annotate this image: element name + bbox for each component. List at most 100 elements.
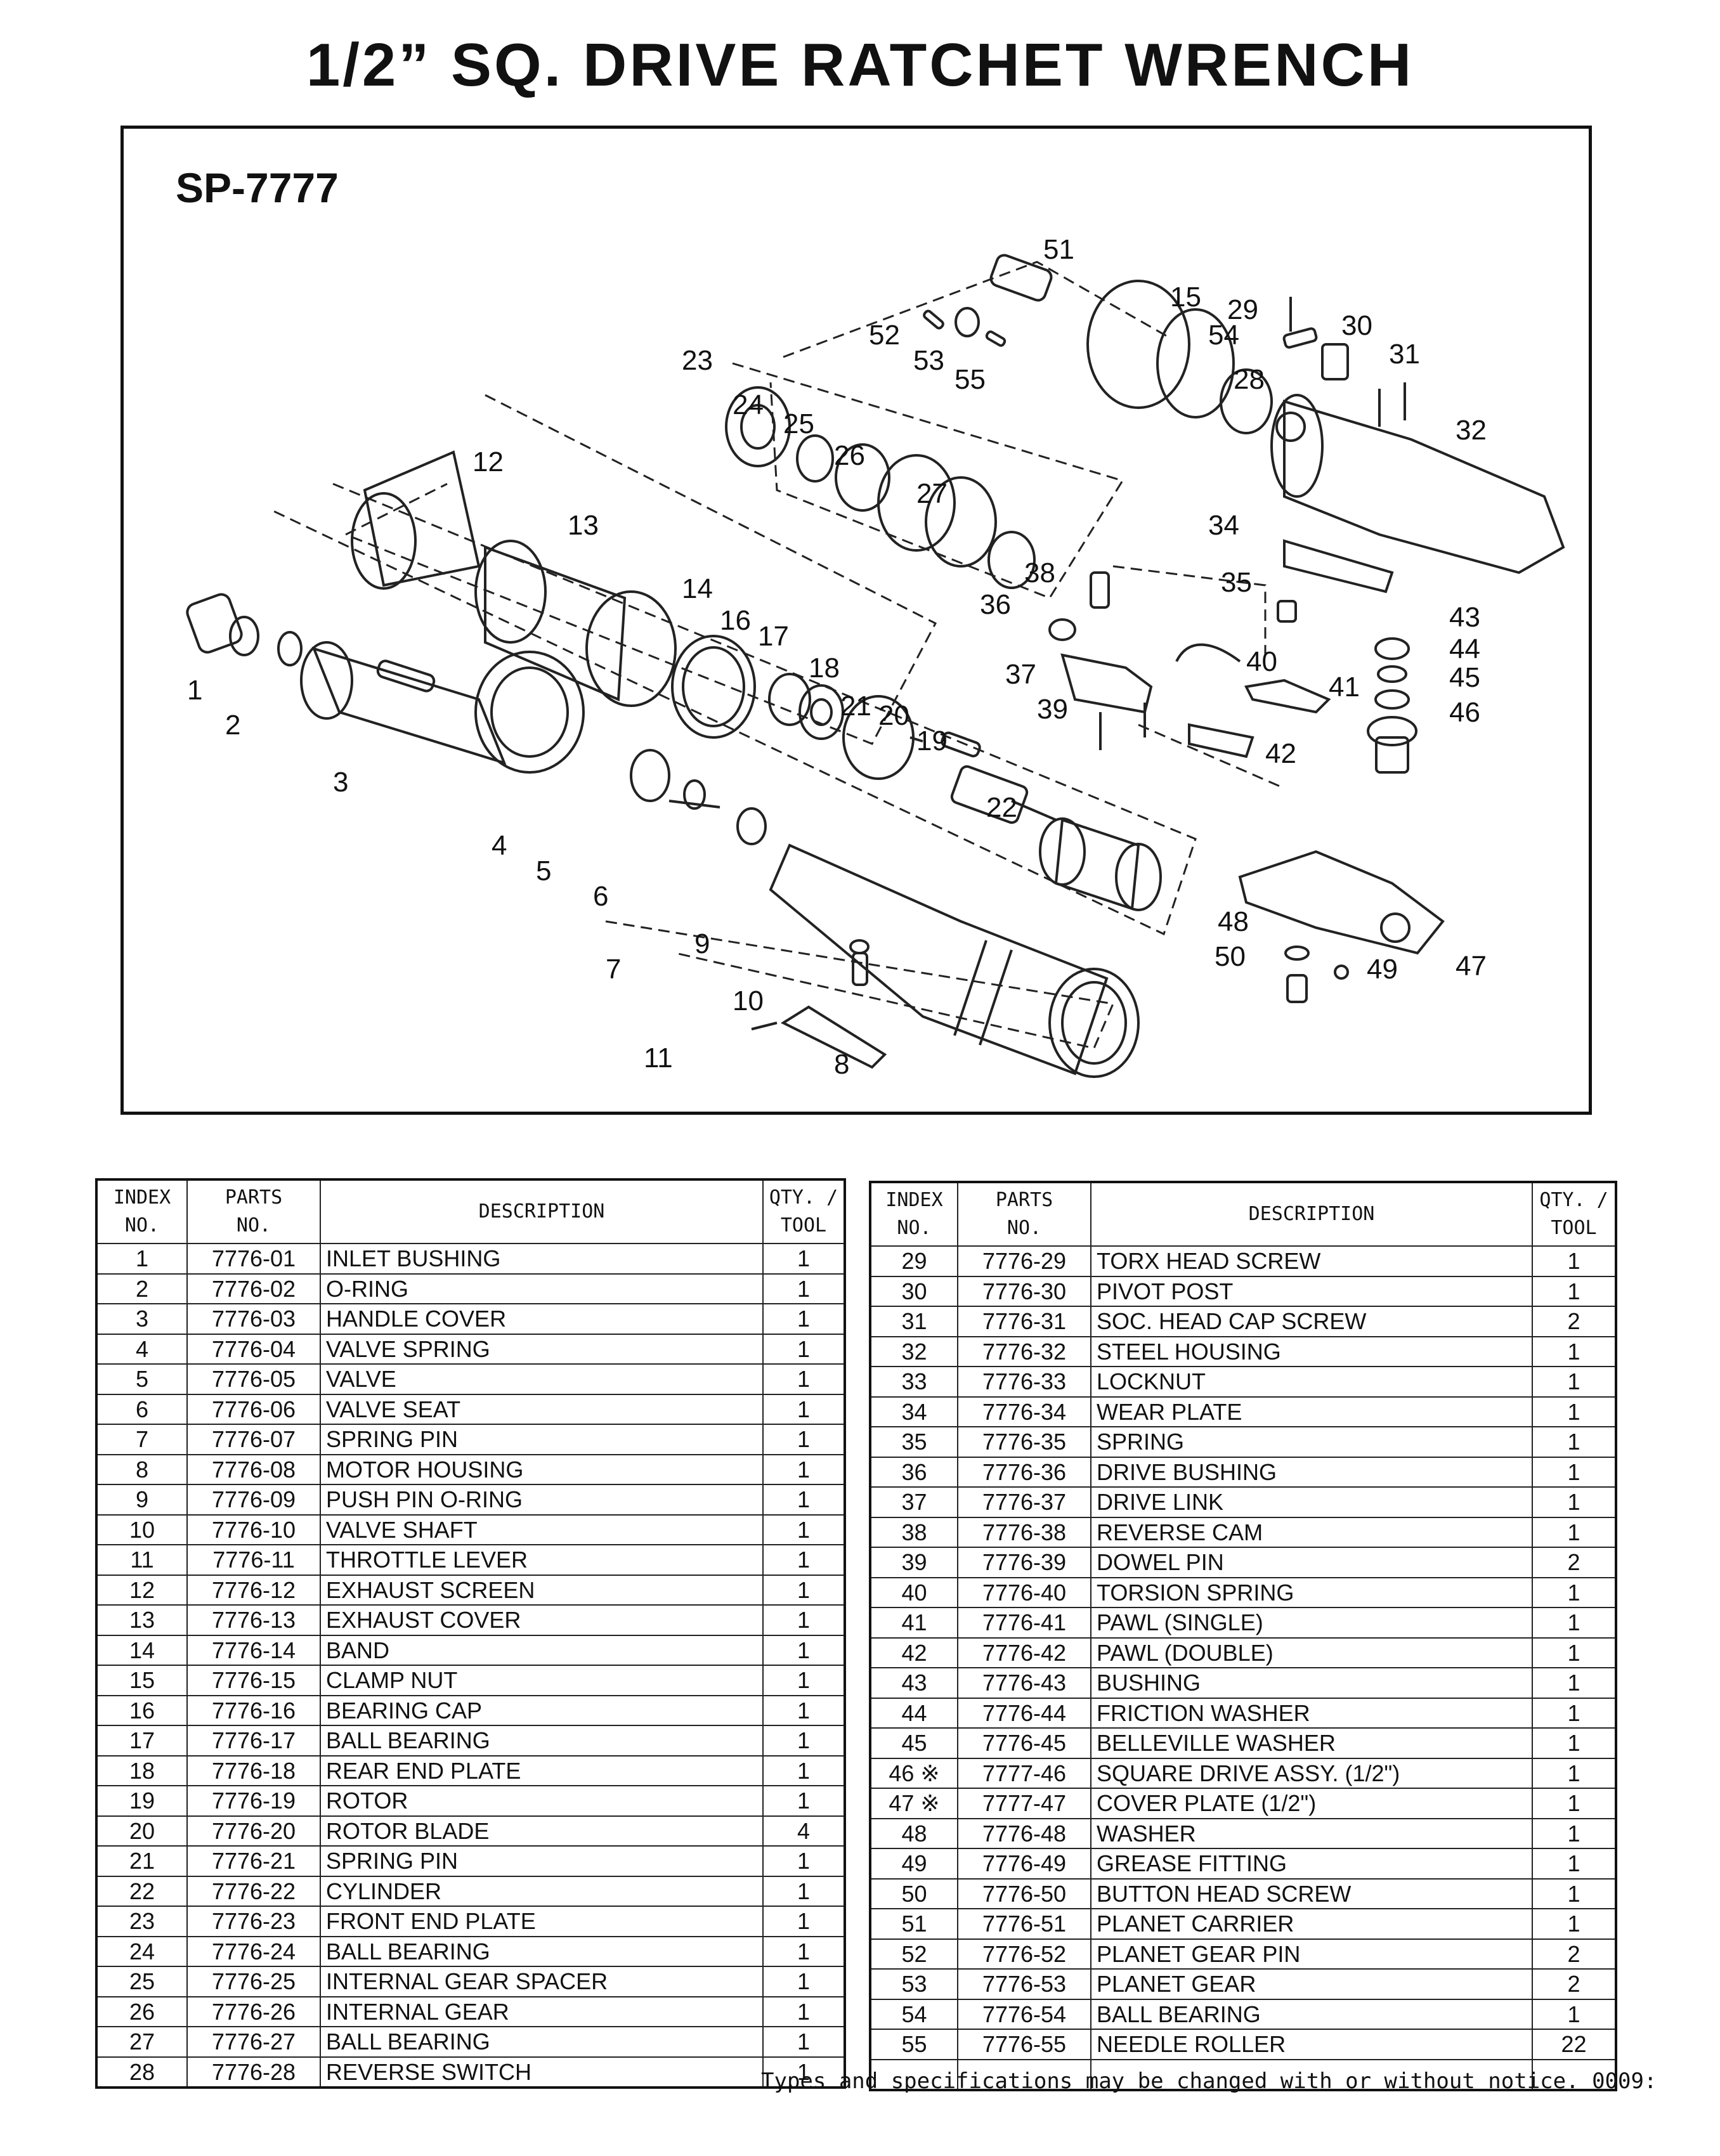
callout-18: 18 — [809, 653, 840, 684]
index-cell: 51 — [870, 1908, 958, 1940]
callout-8: 8 — [834, 1049, 849, 1080]
part-number-cell: 7776-11 — [186, 1544, 321, 1576]
description-cell: PLANET CARRIER — [1090, 1908, 1533, 1940]
part-number-cell: 7776-09 — [186, 1484, 321, 1516]
index-cell: 46 ※ — [870, 1757, 958, 1789]
qty-cell: 1 — [1532, 1456, 1617, 1488]
valve-shape — [668, 779, 720, 810]
qty-cell: 1 — [1532, 1667, 1617, 1699]
index-cell: 12 — [96, 1574, 188, 1606]
callout-20: 20 — [878, 700, 909, 731]
callout-34: 34 — [1208, 510, 1239, 541]
clamp-nut-shape — [1086, 280, 1235, 419]
qty-cell: 1 — [1532, 1486, 1617, 1518]
qty-cell: 1 — [762, 1785, 845, 1817]
index-cell: 34 — [870, 1396, 958, 1427]
callout-44: 44 — [1449, 633, 1480, 665]
index-cell: 7 — [96, 1424, 188, 1455]
description-cell: ROTOR — [320, 1785, 764, 1817]
square-drive-shape — [1367, 716, 1417, 774]
qty-cell: 1 — [762, 1966, 845, 1997]
part-number-cell: 7776-49 — [957, 1848, 1091, 1880]
description-cell: TORSION SPRING — [1090, 1576, 1533, 1608]
qty-cell: 1 — [762, 1333, 845, 1365]
index-cell: 23 — [96, 1906, 188, 1937]
qty-cell: 1 — [762, 1243, 845, 1275]
index-cell: 28 — [96, 2056, 188, 2088]
description-cell: ROTOR BLADE — [320, 1815, 764, 1847]
planet-gear-shape — [954, 307, 980, 337]
qty-cell: 1 — [762, 1544, 845, 1576]
index-cell: 39 — [870, 1547, 958, 1578]
ball-bearing-24-shape — [796, 434, 834, 483]
index-cell: 4 — [96, 1333, 188, 1365]
callout-49: 49 — [1367, 954, 1398, 985]
reverse-switch-shape — [1282, 327, 1318, 349]
bearing-cap-shape — [768, 673, 811, 726]
part-number-cell: 7776-54 — [957, 1998, 1091, 2030]
pawl-single-shape — [1244, 679, 1331, 714]
guide-line — [732, 362, 1124, 599]
part-number-cell: 7776-35 — [957, 1426, 1091, 1458]
part-number-cell: 7776-43 — [957, 1667, 1091, 1699]
index-cell: 41 — [870, 1607, 958, 1639]
qty-cell: 2 — [1532, 1547, 1617, 1578]
description-cell: CYLINDER — [320, 1875, 764, 1907]
model-number: SP-7777 — [176, 164, 339, 211]
index-cell: 27 — [96, 2026, 188, 2058]
pawl-double-shape — [1188, 723, 1254, 758]
part-number-cell: 7776-55 — [957, 2029, 1091, 2060]
footnote: Types and specifications may be changed … — [761, 2068, 1657, 2094]
callout-27: 27 — [916, 478, 948, 509]
index-cell: 19 — [96, 1785, 188, 1817]
part-number-cell: 7776-30 — [957, 1275, 1091, 1307]
part-number-cell: 7776-33 — [957, 1366, 1091, 1398]
description-cell: THROTTLE LEVER — [320, 1544, 764, 1576]
qty-cell: 1 — [762, 1393, 845, 1425]
qty-cell: 1 — [1532, 1245, 1617, 1277]
description-cell: TORX HEAD SCREW — [1090, 1245, 1533, 1277]
index-cell: 11 — [96, 1544, 188, 1576]
qty-cell: 2 — [1532, 1938, 1617, 1970]
index-cell: 5 — [96, 1363, 188, 1395]
callout-53: 53 — [913, 345, 944, 376]
part-number-cell: 7776-05 — [186, 1363, 321, 1395]
index-cell: 35 — [870, 1426, 958, 1458]
qty-cell: 2 — [1532, 1968, 1617, 2000]
description-cell: GREASE FITTING — [1090, 1848, 1533, 1880]
index-cell: 32 — [870, 1335, 958, 1367]
index-cell: 45 — [870, 1727, 958, 1759]
index-cell: 17 — [96, 1725, 188, 1757]
part-number-cell: 7776-41 — [957, 1607, 1091, 1639]
qty-cell: 1 — [1532, 1366, 1617, 1398]
part-number-cell: 7776-20 — [186, 1815, 321, 1847]
callout-21: 21 — [840, 691, 871, 722]
steel-housing-shape — [1270, 394, 1565, 575]
qty-cell — [1532, 2058, 1617, 2091]
guide-line — [343, 394, 937, 745]
description-cell: BUSHING — [1090, 1667, 1533, 1699]
qty-cell: 1 — [762, 1996, 845, 2027]
index-cell: 50 — [870, 1878, 958, 1909]
part-number-cell — [957, 2058, 1091, 2091]
description-header: DESCRIPTION — [320, 1179, 764, 1244]
callout-22: 22 — [986, 792, 1017, 823]
valve-shaft-shape — [852, 952, 868, 986]
